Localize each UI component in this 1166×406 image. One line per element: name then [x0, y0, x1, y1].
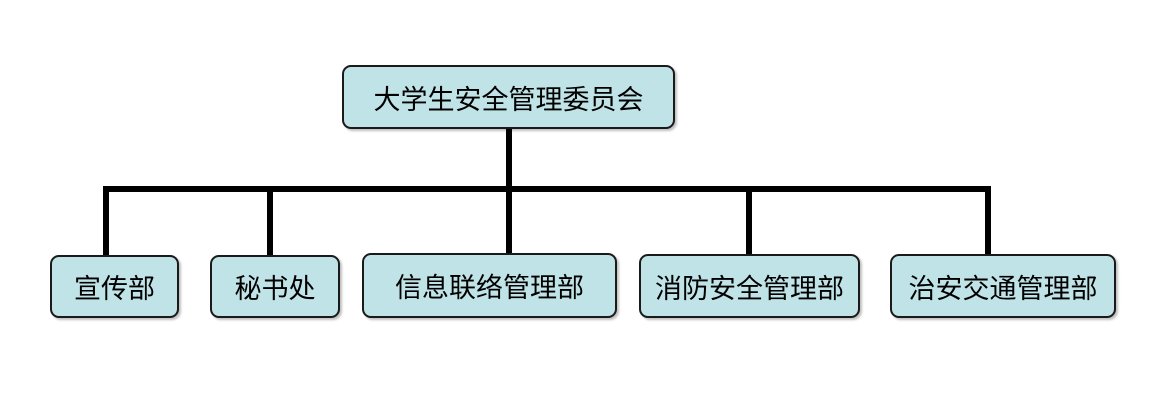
child-connector-4: [746, 186, 752, 256]
child-connector-1: [103, 186, 109, 256]
child-node-secretariat: 秘书处: [210, 255, 340, 318]
child-connector-5: [985, 186, 991, 256]
child-node-publicity: 宣传部: [50, 255, 179, 318]
root-node: 大学生安全管理委员会: [342, 65, 675, 129]
horizontal-connector: [103, 186, 989, 192]
child-node-liaison: 信息联络管理部: [362, 253, 617, 318]
child-node-fire-safety: 消防安全管理部: [639, 254, 860, 318]
child-connector-2: [267, 186, 273, 256]
root-vertical-connector: [506, 128, 512, 190]
child-node-security-traffic: 治安交通管理部: [890, 254, 1116, 318]
child-connector-3: [506, 186, 512, 256]
